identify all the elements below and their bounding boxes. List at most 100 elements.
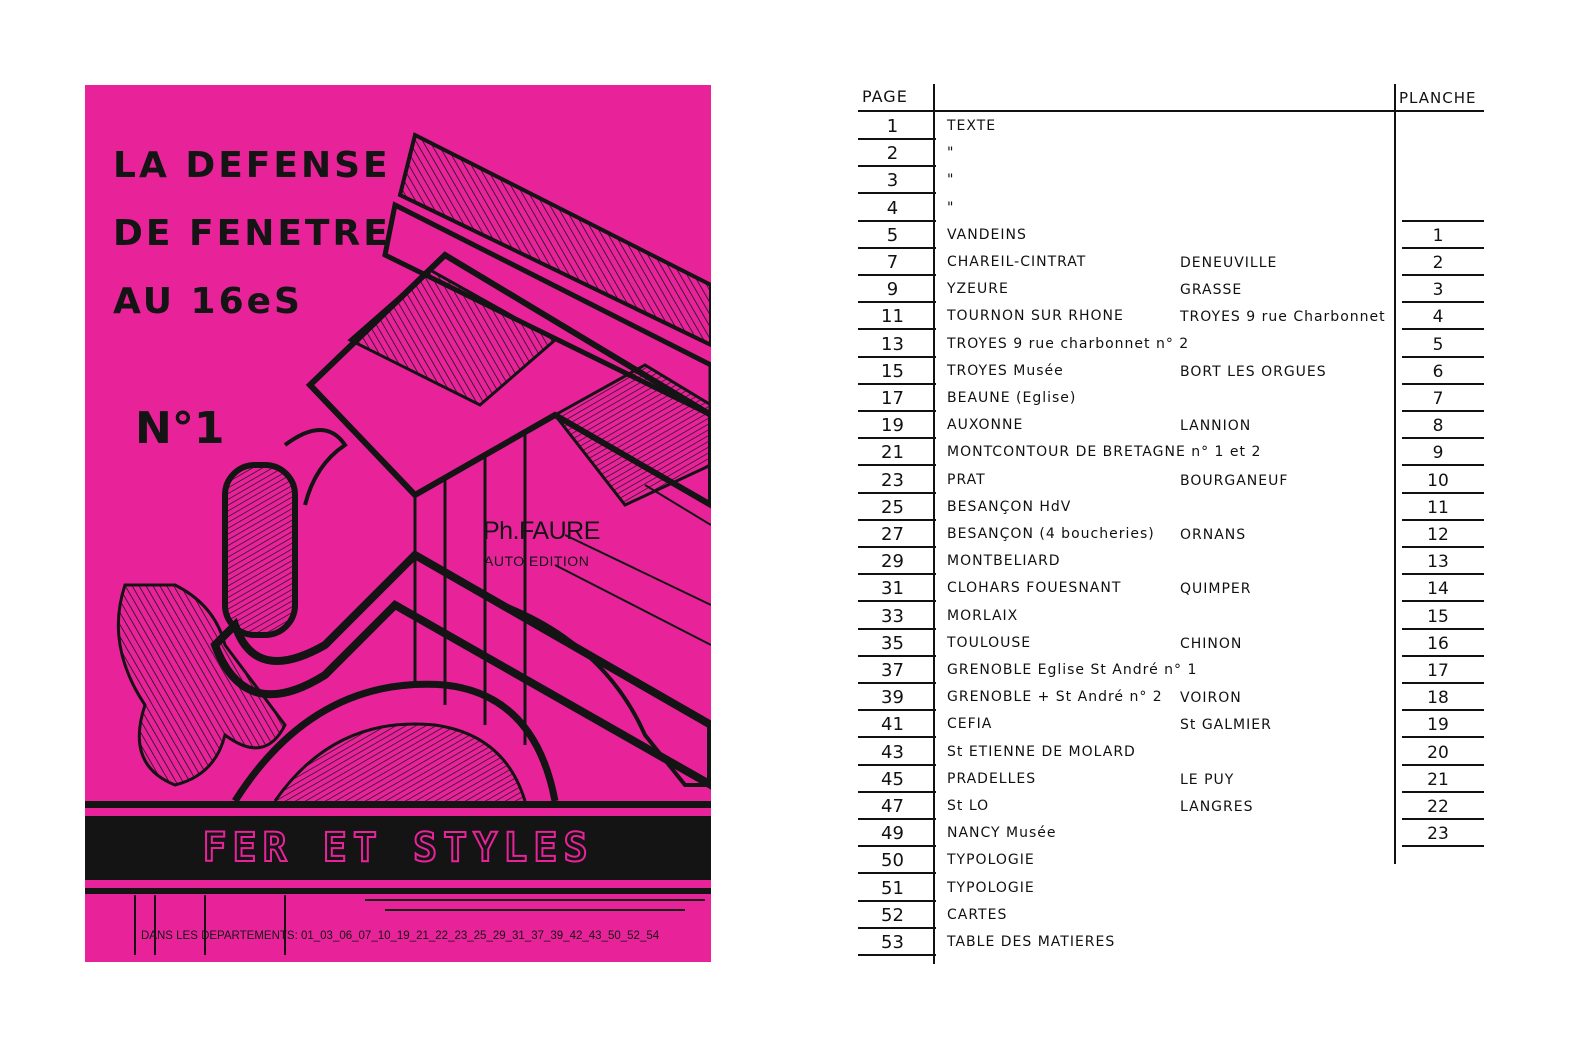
toc-page-number: 9 — [886, 279, 899, 301]
cover-departments: DANS LES DEPARTEMENTS: 01_03_06_07_10_19… — [141, 930, 660, 942]
page-rule — [858, 818, 936, 820]
toc-entry-secondary: LANGRES — [1180, 799, 1254, 815]
planche-rule — [1402, 246, 1484, 249]
toc-entry-primary: GRENOBLE + St André n° 2 — [947, 689, 1163, 706]
toc-page-number: 11 — [881, 306, 904, 328]
toc-entry-primary: MORLAIX — [947, 607, 1019, 624]
page-rule — [858, 682, 936, 684]
window-ironwork-illustration — [116, 132, 711, 955]
toc-page-number: 17 — [881, 388, 904, 409]
toc-entry-primary: TYPOLOGIE — [947, 852, 1035, 869]
toc-page-number: 33 — [881, 605, 904, 627]
page-rule — [858, 165, 936, 168]
planche-rule — [1402, 464, 1484, 467]
toc-page-number: 49 — [881, 823, 904, 845]
page-rule — [858, 437, 936, 440]
toc-planche-number: 15 — [1427, 606, 1449, 627]
planche-rule — [1402, 845, 1484, 848]
page-rule — [858, 518, 936, 521]
planche-rule — [1402, 600, 1484, 603]
toc-entry-secondary: CHINON — [1180, 635, 1243, 652]
planche-rule — [1402, 355, 1484, 358]
planche-rule — [1402, 790, 1484, 793]
toc-row: 4" — [855, 195, 1490, 222]
toc-entry-primary: TEXTE — [947, 118, 997, 134]
toc-page-number: 19 — [881, 415, 904, 437]
planche-rule — [1402, 518, 1484, 521]
toc-planche-number: 11 — [1427, 497, 1449, 518]
toc-entry-primary: NANCY Musée — [947, 825, 1057, 842]
page-rule — [858, 546, 936, 548]
cover-series-title: FER ET STYLES — [201, 824, 594, 872]
toc-page-number: 43 — [881, 741, 904, 763]
cover-edition: AUTO EDITION — [484, 553, 590, 569]
page-rule — [858, 138, 936, 140]
toc-page-number: 5 — [886, 224, 899, 246]
toc-page-number: 31 — [881, 578, 904, 600]
toc-planche-number: 10 — [1427, 470, 1449, 491]
toc-page-number: 45 — [881, 768, 904, 790]
toc-entry-secondary: LANNION — [1180, 418, 1252, 435]
page-rule — [858, 382, 936, 385]
toc-page-number: 50 — [881, 850, 904, 872]
toc-entry-primary: CEFIA — [947, 716, 993, 733]
planche-rule — [1402, 654, 1484, 657]
page-rule — [858, 573, 936, 576]
page-rule — [858, 246, 936, 249]
cover-band-rule-top — [85, 801, 711, 808]
toc-page-number: 51 — [881, 877, 904, 899]
planche-rule — [1402, 573, 1484, 576]
toc-entry-secondary: GRASSE — [1180, 282, 1243, 299]
page-rule — [858, 736, 936, 739]
page-rule — [858, 355, 936, 358]
cover-band-rule-bottom — [85, 888, 711, 894]
toc-entry-secondary: DENEUVILLE — [1180, 255, 1278, 271]
page-rule — [858, 709, 936, 712]
planche-rule — [1402, 627, 1484, 630]
toc-entry-primary: TOULOUSE — [947, 634, 1032, 651]
toc-planche-number: 18 — [1427, 688, 1449, 709]
toc-page-number: 52 — [881, 904, 904, 926]
toc-planche-number: 22 — [1427, 797, 1449, 817]
toc-planche-number: 4 — [1432, 307, 1444, 328]
planche-rule — [1402, 301, 1484, 304]
toc-page-number: 35 — [881, 632, 904, 654]
planche-rule — [1402, 328, 1484, 331]
toc-entry-primary: GRENOBLE Eglise St André n° 1 — [947, 662, 1198, 678]
page-rule — [858, 790, 936, 793]
page-rule — [858, 763, 936, 766]
page-rule — [858, 872, 936, 875]
toc-entry-primary: BESANÇON HdV — [947, 498, 1072, 515]
page-rule — [858, 491, 936, 494]
cover-series-band — [85, 816, 711, 880]
toc-page-number: 23 — [881, 469, 904, 491]
toc-planche-number: 5 — [1432, 334, 1444, 355]
toc-planche-number: 9 — [1432, 443, 1444, 464]
header-page: PAGE — [862, 87, 908, 106]
planche-rule — [1402, 818, 1484, 820]
planche-rule — [1402, 382, 1484, 385]
planche-rule — [1402, 219, 1484, 222]
page-rule — [858, 954, 936, 956]
toc-planche-number: 21 — [1427, 769, 1449, 790]
toc-page-number: 15 — [881, 360, 904, 382]
toc-entry-secondary: VOIRON — [1180, 690, 1242, 707]
page-rule — [858, 654, 936, 657]
toc-page-number: 7 — [886, 252, 899, 273]
page-rule — [858, 301, 936, 304]
toc-planche-number: 7 — [1432, 389, 1444, 409]
toc-planche-number: 3 — [1432, 280, 1444, 301]
